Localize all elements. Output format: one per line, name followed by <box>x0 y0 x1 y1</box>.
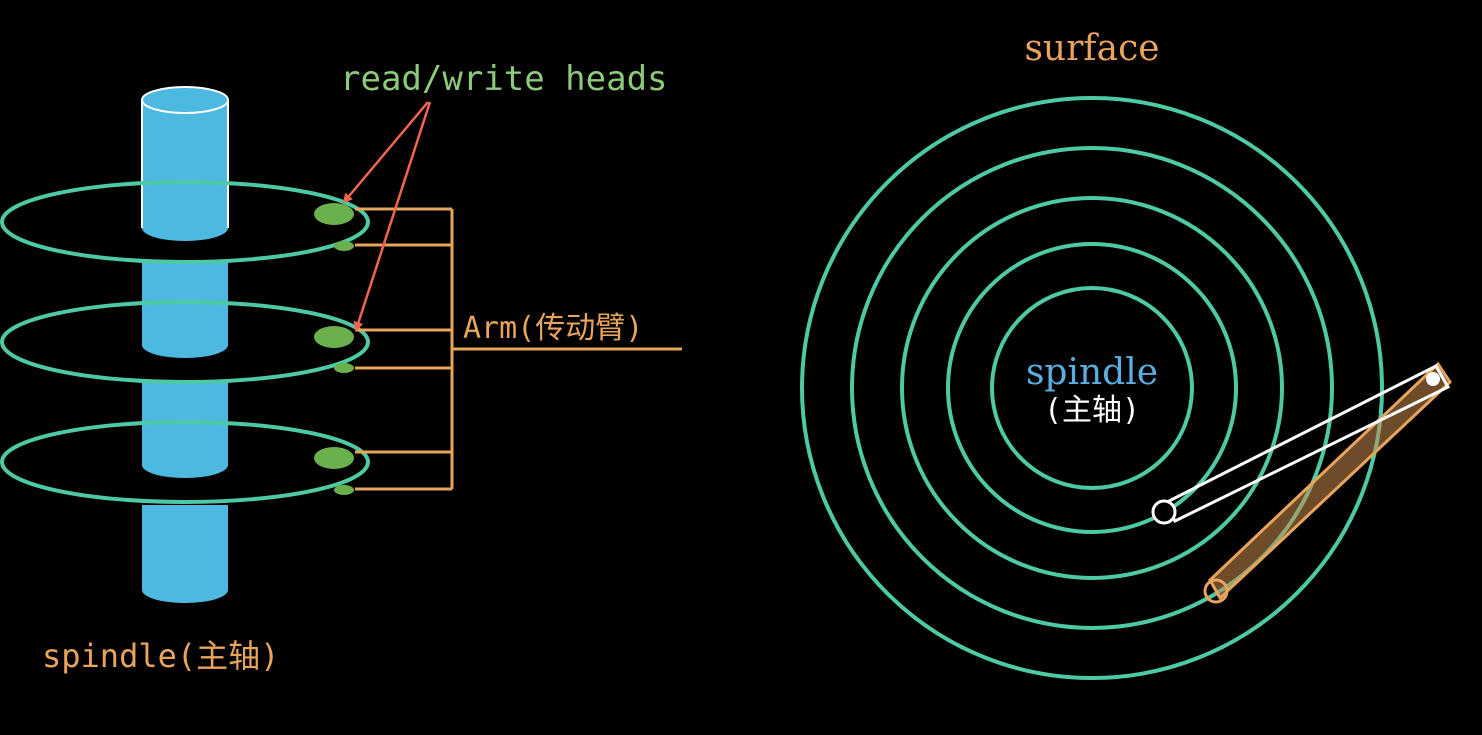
track-3 <box>900 196 1284 580</box>
head-3-top <box>314 447 354 469</box>
spindle-left-label: spindle(主轴) <box>42 637 279 675</box>
top-view: surface spindle (主轴) <box>800 28 1452 680</box>
spindle-segment-bottom <box>142 505 228 603</box>
arm-pivot-bottom <box>1203 578 1229 604</box>
spindle-segment-2 <box>142 260 228 358</box>
platter-1 <box>0 180 370 264</box>
arrow-to-head-2 <box>353 101 432 332</box>
spindle-right-cn-label: (主轴) <box>1044 393 1140 428</box>
spindle-right-label: spindle <box>1026 352 1158 393</box>
actuator-arm <box>1203 361 1452 604</box>
head-2-top <box>314 326 354 348</box>
arm-label: Arm(传动臂) <box>463 311 643 346</box>
arm-pivot <box>1426 372 1440 386</box>
platters <box>0 180 370 504</box>
track-1 <box>800 96 1384 680</box>
platter-3 <box>0 420 370 504</box>
spindle-column <box>141 86 229 603</box>
arm-assembly <box>355 207 682 491</box>
platter-2 <box>0 300 370 384</box>
head-2-bottom <box>334 363 354 373</box>
arrow-to-head-1 <box>342 101 429 204</box>
track-5 <box>990 286 1194 490</box>
spindle-segment-3 <box>142 380 228 478</box>
spindle-segment-top <box>141 86 229 241</box>
side-view: read/write heads Arm(传动臂) spindle(主轴) <box>0 59 682 675</box>
track-2 <box>850 146 1334 630</box>
head-1-top <box>314 203 354 225</box>
head-1-bottom <box>334 241 354 251</box>
surface-label: surface <box>1024 28 1159 69</box>
arm-outline <box>1151 364 1451 525</box>
tracks <box>800 96 1384 680</box>
heads-label: read/write heads <box>340 59 668 99</box>
head-3-bottom <box>334 485 354 495</box>
arm-head-circle <box>1151 499 1177 525</box>
head-arrows <box>342 101 432 332</box>
read-write-heads <box>314 203 354 495</box>
track-4 <box>946 242 1238 534</box>
